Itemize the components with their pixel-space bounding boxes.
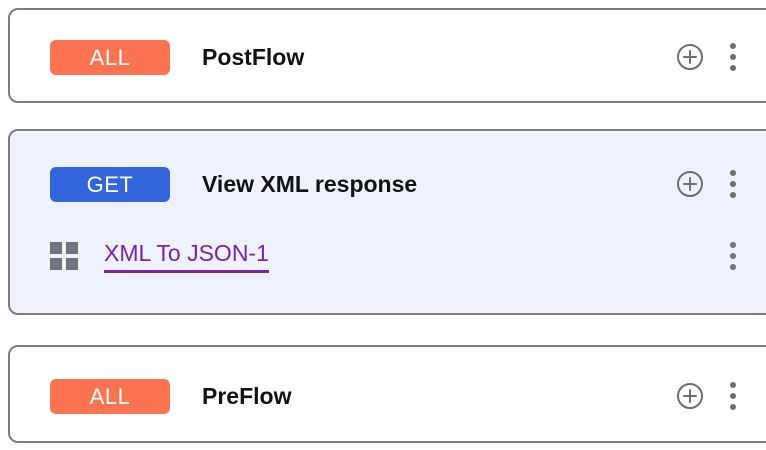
kebab-dot — [730, 192, 736, 198]
policy-row[interactable]: XML To JSON-1 — [10, 230, 766, 282]
flow-title: PreFlow — [202, 382, 292, 409]
kebab-dot — [730, 181, 736, 187]
kebab-dot — [730, 43, 736, 49]
row-actions — [676, 156, 736, 212]
flow-title: View XML response — [202, 170, 418, 197]
kebab-dot — [730, 393, 736, 399]
kebab-menu-icon[interactable] — [730, 382, 736, 410]
kebab-menu-icon[interactable] — [730, 43, 736, 71]
kebab-menu-icon[interactable] — [730, 170, 736, 198]
grid-square — [50, 242, 62, 254]
kebab-dot — [730, 404, 736, 410]
policy-actions — [730, 230, 736, 282]
kebab-menu-icon[interactable] — [730, 242, 736, 270]
kebab-dot — [730, 264, 736, 270]
kebab-dot — [730, 253, 736, 259]
method-badge: GET — [50, 166, 170, 202]
kebab-dot — [730, 242, 736, 248]
flow-card-postflow[interactable]: ALL PostFlow — [8, 8, 766, 103]
flow-row[interactable]: GET View XML response — [10, 156, 766, 212]
row-actions — [676, 29, 736, 85]
circle-plus-icon[interactable] — [676, 382, 704, 410]
policy-link-xml-to-json-1[interactable]: XML To JSON-1 — [104, 240, 269, 273]
grid-square — [50, 258, 62, 270]
grid-squares-icon — [50, 242, 78, 270]
method-badge: ALL — [50, 378, 170, 414]
flow-row[interactable]: ALL PreFlow — [10, 368, 766, 424]
circle-plus-icon[interactable] — [676, 43, 704, 71]
kebab-dot — [730, 170, 736, 176]
grid-square — [66, 258, 78, 270]
kebab-dot — [730, 65, 736, 71]
flow-row[interactable]: ALL PostFlow — [10, 29, 766, 85]
flow-card-preflow[interactable]: ALL PreFlow — [8, 345, 766, 443]
flow-card-view-xml-response[interactable]: GET View XML response — [8, 129, 766, 315]
circle-plus-icon[interactable] — [676, 170, 704, 198]
row-actions — [676, 368, 736, 424]
kebab-dot — [730, 382, 736, 388]
grid-square — [66, 242, 78, 254]
flow-title: PostFlow — [202, 43, 305, 70]
kebab-dot — [730, 54, 736, 60]
method-badge: ALL — [50, 39, 170, 75]
